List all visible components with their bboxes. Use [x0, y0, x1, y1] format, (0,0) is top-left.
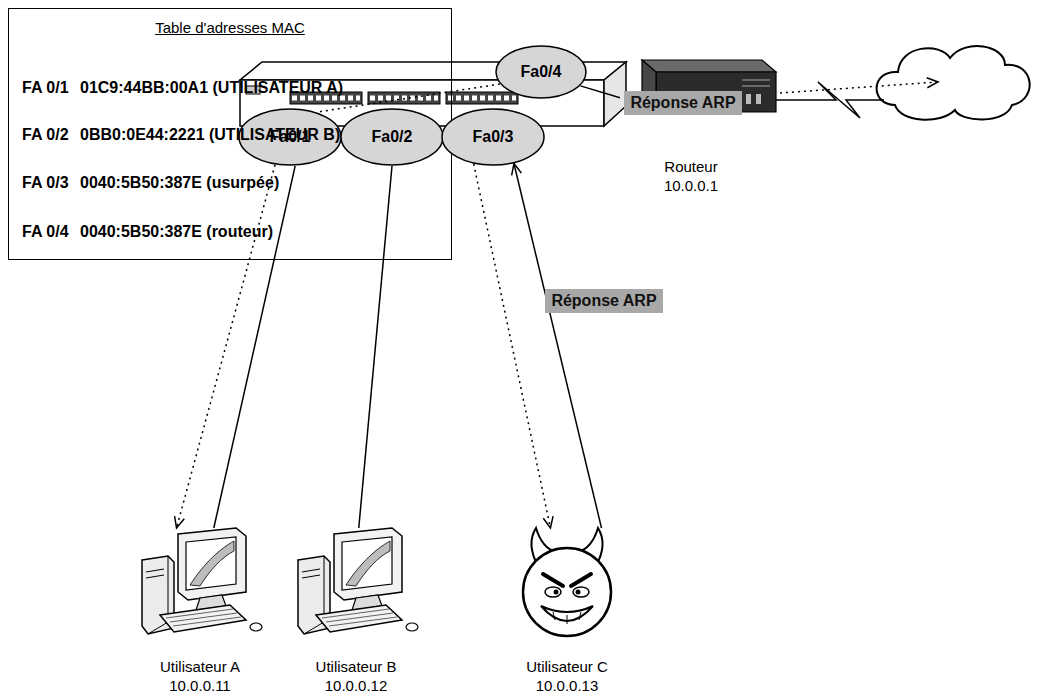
switch-illustration	[446, 92, 518, 104]
port-ellipse: Fa0/3	[441, 108, 545, 166]
attacker-illustration	[573, 587, 589, 597]
computer-icon	[142, 528, 418, 634]
port-ellipse-shape	[496, 46, 586, 98]
router-illustration	[756, 94, 761, 104]
port-ellipse: Fa0/2	[340, 108, 444, 166]
router-illustration	[746, 94, 751, 104]
device-label: Routeur 10.0.0.1	[652, 157, 730, 195]
attacker-illustration	[571, 574, 591, 586]
port-label: Fa0/2	[372, 128, 413, 146]
cloud-illustration	[877, 46, 1030, 120]
cable	[514, 164, 602, 528]
port-label: Fa0/4	[521, 63, 562, 81]
switch-illustration	[292, 96, 360, 101]
router-illustration	[642, 60, 776, 72]
switch-illustration	[368, 92, 440, 104]
cable	[359, 166, 392, 528]
message-label: Réponse ARP	[624, 91, 741, 115]
message-label: Réponse ARP	[545, 289, 662, 313]
cloud-illustration	[877, 46, 1030, 120]
attacker-illustration	[554, 590, 559, 595]
table-cell: FA 0/4	[22, 223, 69, 241]
table-cell: FA 0/3	[22, 174, 69, 192]
attacker-node: Utilisateur C 10.0.0.13	[498, 528, 636, 695]
computer-icon	[298, 528, 418, 634]
router-illustration	[742, 80, 770, 81]
user-node: Utilisateur A 10.0.0.11	[131, 528, 269, 695]
table-cell: FA 0/1	[22, 79, 69, 97]
traffic-path	[474, 164, 551, 528]
wan-link	[776, 82, 938, 118]
table-cell: 0BB0:0E44:2221 (UTILISATEUR B)	[80, 126, 340, 144]
traffic-path	[317, 84, 500, 112]
attacker-illustration	[545, 587, 561, 597]
computer-icon	[142, 528, 262, 634]
switch-illustration	[370, 96, 438, 101]
device-label: Utilisateur B 10.0.0.12	[300, 657, 412, 695]
port-ellipse: Fa0/4	[495, 45, 587, 99]
router-node: Routeur 10.0.0.1	[620, 52, 762, 195]
attacker-illustration	[553, 612, 581, 624]
port-ellipse-shape	[442, 109, 544, 165]
table-cell: 01C9:44BB:00A1 (UTILISATEUR A)	[80, 79, 343, 97]
device-label: Utilisateur C 10.0.0.13	[511, 657, 623, 695]
traffic-path	[177, 165, 276, 528]
table-cell: 0040:5B50:387E (usurpée)	[80, 174, 279, 192]
user-node: Utilisateur B 10.0.0.12	[287, 528, 425, 695]
attacker-illustration	[523, 528, 611, 636]
attacker-illustration	[543, 574, 563, 586]
table-cell: 0040:5B50:387E (routeur)	[80, 223, 273, 241]
wan-link	[776, 82, 884, 118]
device-label: Utilisateur A 10.0.0.11	[144, 657, 256, 695]
port-ellipse-shape	[341, 109, 443, 165]
table-title: Table d'adresses MAC	[155, 19, 305, 36]
switch-illustration	[448, 96, 516, 101]
wan-link	[780, 82, 938, 93]
table-cell: FA 0/2	[22, 126, 69, 144]
attacker-illustration	[576, 590, 581, 595]
cable	[214, 166, 295, 528]
port-label: Fa0/3	[473, 128, 514, 146]
attacker-illustration	[523, 548, 611, 636]
cable	[580, 86, 620, 98]
router-illustration	[742, 86, 770, 87]
